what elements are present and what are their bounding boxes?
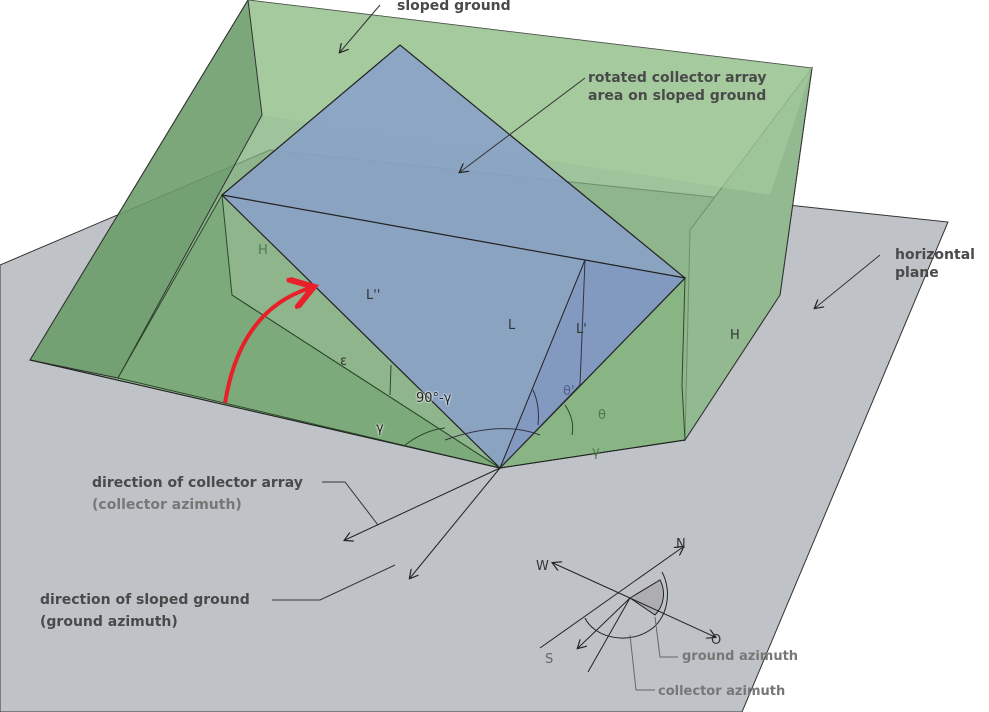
symbol-l1: L' [576,322,587,337]
compass-o: O [711,633,722,648]
rotation-arrow [223,288,310,404]
array-front-triangle [499,259,687,469]
compass-n: N [676,537,686,552]
label-dir-ground-2: (ground azimuth) [40,614,178,630]
symbol-l: L [508,318,516,333]
ground-left-wall [29,0,263,379]
symbol-90-minus-gamma: 90°-γ [416,391,452,406]
symbol-epsilon: ε [340,354,348,369]
label-horizontal-1: horizontal [895,247,975,263]
symbol-gamma-right: γ [592,445,600,460]
label-dir-collector-2: (collector azimuth) [92,497,242,513]
label-rotated-array-2: area on sloped ground [588,88,767,104]
symbol-theta1: θ' [563,384,575,399]
label-dir-ground-1: direction of sloped ground [40,592,250,608]
symbol-l2: L'' [366,288,381,303]
compass-s: S [545,652,554,667]
label-dir-collector-1: direction of collector array [92,475,303,491]
sloped-ground-upper [248,0,812,195]
label-sloped-ground: sloped ground [397,0,511,14]
symbol-gamma-left: γ [376,421,384,436]
symbol-h-left: H [258,243,268,258]
label-ground-azimuth: ground azimuth [682,649,799,664]
label-horizontal-2: plane [895,265,939,281]
compass-w: W [536,559,549,574]
symbol-theta: θ [598,408,606,423]
compass [539,547,715,691]
label-rotated-array-1: rotated collector array [588,70,767,86]
label-collector-azimuth: collector azimuth [658,684,786,699]
symbol-h-right: H [730,328,740,343]
